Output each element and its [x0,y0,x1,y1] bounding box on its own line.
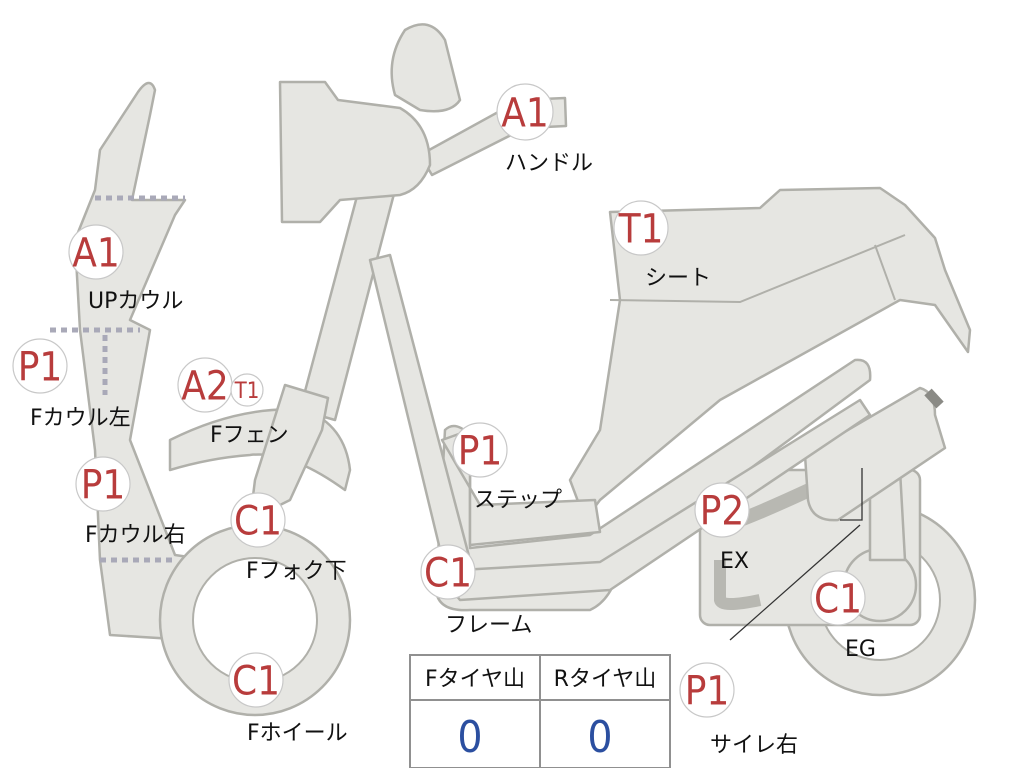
marker-sub-code: T1 [234,379,260,404]
marker-code: P1 [18,344,63,390]
muffler[interactable] [803,386,947,522]
marker-label: ステップ [474,488,562,513]
front-fork-lower[interactable] [248,383,330,522]
marker-label: UPカウル [88,289,183,314]
marker-step[interactable]: P1 ステップ [452,422,562,513]
marker-circle [230,492,286,548]
marker-label: Fカウル右 [85,523,186,548]
frame-rail [438,398,872,602]
seat-divider [874,244,896,301]
marker-code: C1 [424,550,472,596]
eg-guide-line [729,524,861,641]
marker-circle [496,83,554,141]
marker-label: ハンドル [505,151,593,176]
marker-label: Fフェン [210,423,289,448]
marker-circle [75,456,131,512]
front-tire-header: Fタイヤ山 [425,667,525,692]
tire-table: Fタイヤ山 Rタイヤ山 0 0 [409,654,671,768]
marker-circle [12,338,68,394]
marker-label: フレーム [445,613,532,638]
marker-circle [68,224,124,280]
marker-code: A2 [181,363,229,409]
marker-label: シート [645,266,711,291]
marker-circle [452,422,508,478]
marker-code: C1 [234,498,282,544]
rear-body[interactable] [568,186,972,522]
marker-sub-circle [230,373,264,407]
front-tire-value[interactable]: 0 [457,712,482,763]
rear-tire-value[interactable]: 0 [587,712,612,763]
marker-label: Fフォク下 [246,559,347,584]
exhaust-pipe-lower [714,560,762,610]
marker-code: C1 [232,658,280,704]
marker-code: T1 [618,206,664,252]
marker-label: サイレ右 [710,733,798,758]
front-cowl[interactable] [73,81,277,642]
marker-code: P1 [685,668,730,714]
marker-label: EG [845,637,876,662]
ex-guide-line [840,468,863,521]
marker-circle [228,652,284,708]
marker-label: Fホイール [247,721,348,746]
down-tube [368,253,472,572]
mirror [390,23,462,113]
marker-code: A1 [72,230,120,276]
marker-frame[interactable]: C1 フレーム [420,544,532,638]
marker-circle [679,662,735,718]
marker-silencer-right[interactable]: P1 サイレ右 [679,662,798,758]
marker-handle[interactable]: A1 ハンドル [496,83,593,176]
marker-code: P1 [81,462,126,508]
headlight-housing [278,80,432,224]
marker-label: Fカウル左 [30,406,131,431]
rear-tire-header: Rタイヤ山 [554,667,657,692]
marker-seat[interactable]: T1 シート [613,200,711,291]
muffler-tip [924,388,944,409]
marker-circle [694,482,750,538]
seat-line [609,234,906,304]
marker-circle [420,544,476,600]
marker-circle [613,200,669,256]
marker-code: P2 [700,488,745,534]
marker-code: A1 [501,90,549,136]
marker-label: EX [720,549,749,574]
marker-code: P1 [458,428,503,474]
marker-code: C1 [814,576,862,622]
marker-circle [810,570,866,626]
